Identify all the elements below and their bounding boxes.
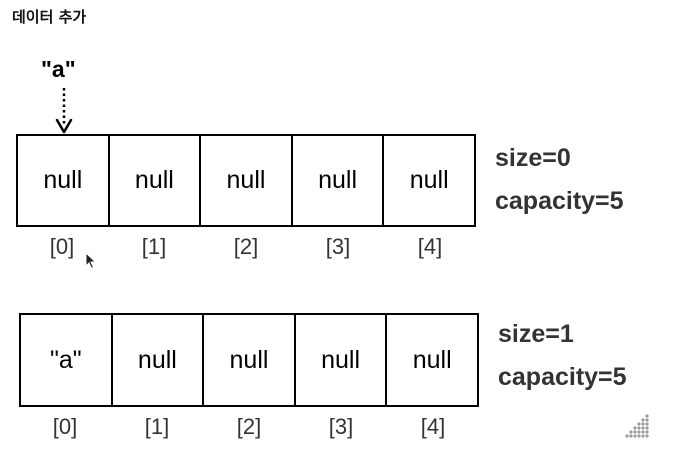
array-cell: null [18, 136, 110, 225]
array-cell: null [110, 136, 202, 225]
capacity-label: capacity=5 [498, 363, 627, 391]
array-index-label: [0] [49, 234, 75, 259]
array-index-label: [3] [328, 414, 354, 439]
array-index-label: [2] [233, 234, 259, 259]
array-cell: null [113, 315, 205, 405]
array-after: "a" null null null null [19, 313, 479, 407]
page-title: 데이터 추가 [12, 8, 87, 26]
array-cell: null [409, 166, 449, 194]
array-index-label: [1] [141, 234, 167, 259]
array-cell: "a" [21, 315, 113, 405]
array-after-indices: [0] [1] [2] [3] [4] [19, 414, 479, 440]
array-index-label: [4] [417, 234, 443, 259]
array-index-label: [3] [325, 234, 351, 259]
mouse-pointer-icon [85, 252, 97, 270]
dotted-down-arrow-icon [55, 88, 73, 134]
array-index-label: [1] [144, 414, 170, 439]
array-cell: null [204, 315, 296, 405]
size-label: size=1 [498, 320, 574, 348]
array-after-info: size=1 capacity=5 [498, 313, 627, 399]
array-before-info: size=0 capacity=5 [495, 137, 624, 223]
array-index-label: [0] [52, 414, 78, 439]
array-cell: null [201, 136, 293, 225]
array-cell: null [293, 136, 385, 225]
array-before-indices: [0] [1] [2] [3] [4] [16, 234, 476, 260]
array-cell: null [296, 315, 388, 405]
incoming-value-label: "a" [41, 56, 76, 82]
array-index-label: [4] [420, 414, 446, 439]
size-label: size=0 [495, 144, 571, 172]
capacity-label: capacity=5 [495, 187, 624, 215]
array-before: null null null null null [16, 134, 476, 227]
array-cell: null [412, 345, 452, 374]
array-index-label: [2] [236, 414, 262, 439]
resize-handle-icon[interactable] [622, 412, 652, 440]
